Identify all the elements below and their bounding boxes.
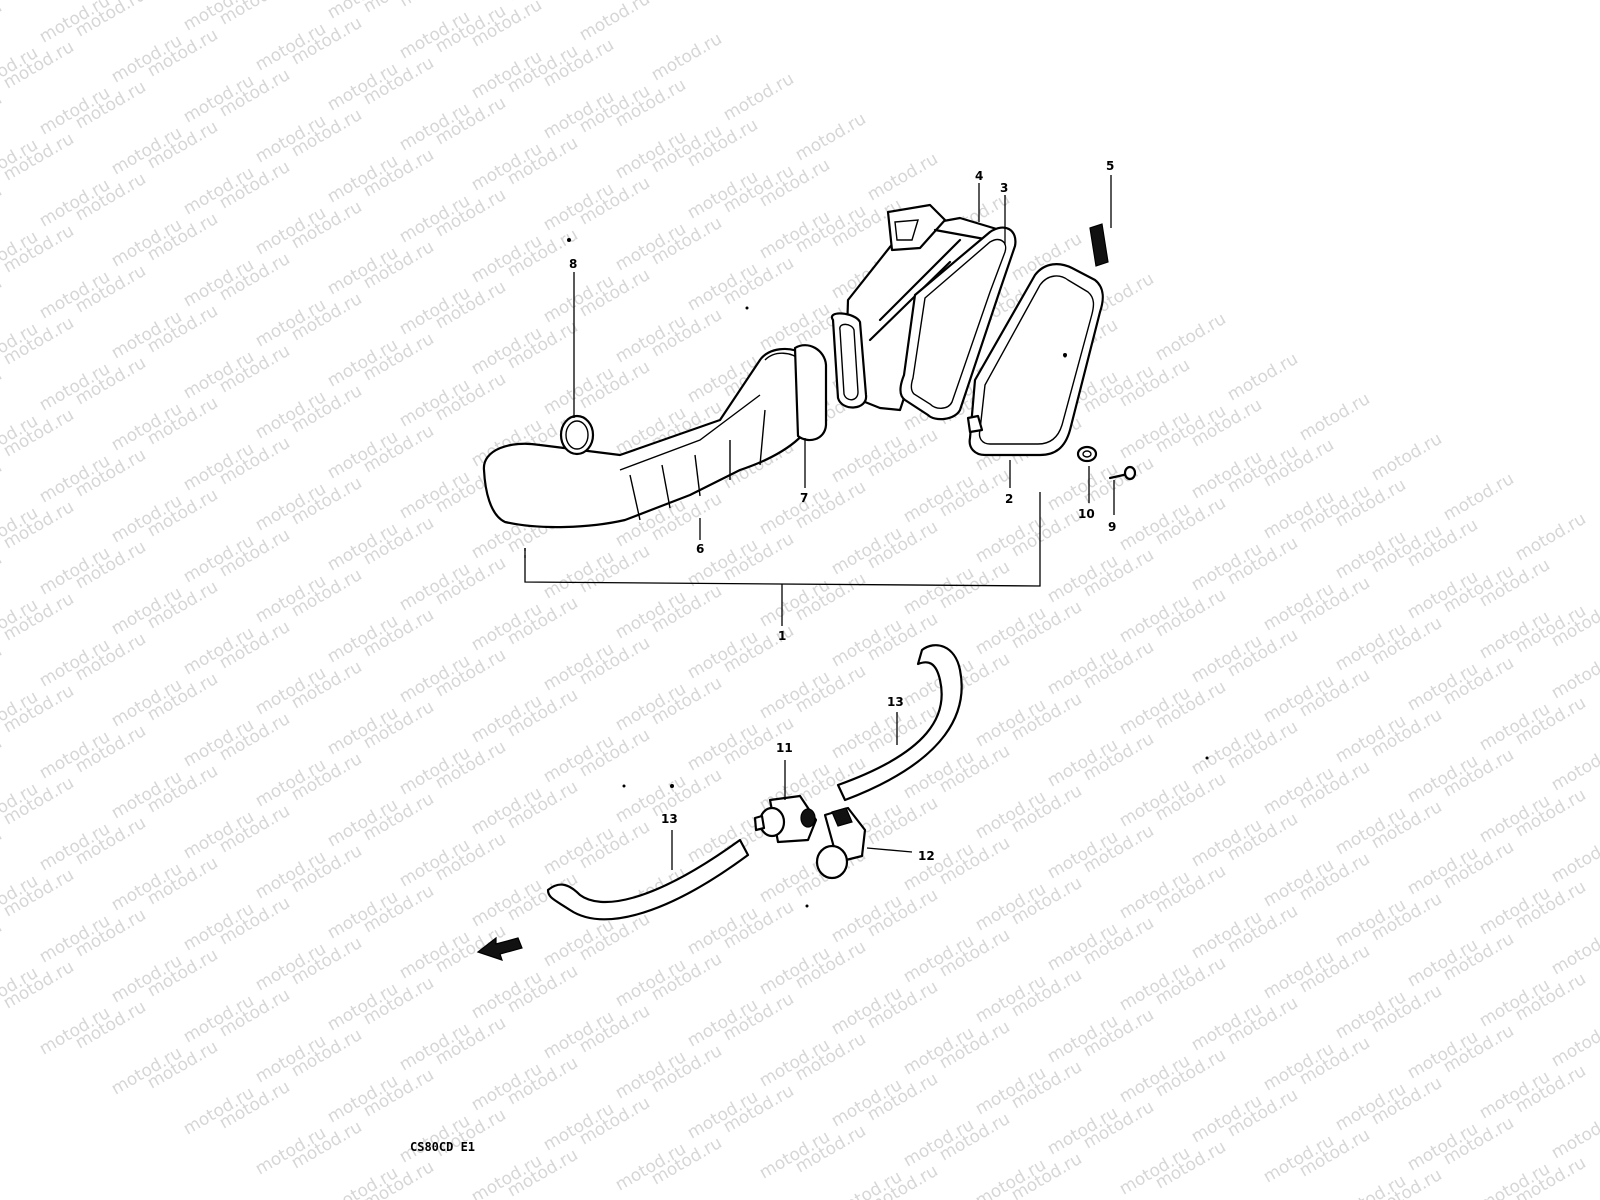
breather-hose-upper-part <box>836 644 963 802</box>
callout-5: 5 <box>1106 159 1114 173</box>
washer-part <box>1076 445 1098 463</box>
callout-2: 2 <box>1005 492 1013 506</box>
callout-9: 9 <box>1108 520 1116 534</box>
callout-3: 3 <box>1000 181 1008 195</box>
scan-specks <box>567 238 1209 908</box>
callout-11: 11 <box>776 741 793 755</box>
callout-labels: 1 2 3 4 5 6 7 8 9 10 11 12 13 13 <box>569 159 1116 863</box>
screw-part <box>1108 465 1137 481</box>
callout-13-upper: 13 <box>887 695 904 709</box>
callout-10: 10 <box>1078 507 1095 521</box>
intake-duct-part <box>482 347 812 529</box>
callout-1: 1 <box>778 629 786 643</box>
duct-seal-part <box>793 344 828 442</box>
callout-6: 6 <box>696 542 704 556</box>
hose-clamp-part <box>559 414 595 456</box>
vacuum-valve-part <box>753 794 818 844</box>
valve-holder-part <box>815 806 867 880</box>
filter-strip-part <box>1089 223 1109 267</box>
callout-8: 8 <box>569 257 577 271</box>
callout-12: 12 <box>918 849 935 863</box>
assembly-bracket <box>524 492 1041 626</box>
callout-13-lower: 13 <box>661 812 678 826</box>
front-arrow-icon <box>476 936 523 961</box>
callout-4: 4 <box>975 169 983 183</box>
leader-lines <box>573 175 1115 870</box>
model-code-label: CS80CD E1 <box>410 1140 476 1154</box>
breather-hose-lower-part <box>546 838 750 921</box>
callout-7: 7 <box>800 491 808 505</box>
air-filter-element-part <box>899 226 1017 421</box>
